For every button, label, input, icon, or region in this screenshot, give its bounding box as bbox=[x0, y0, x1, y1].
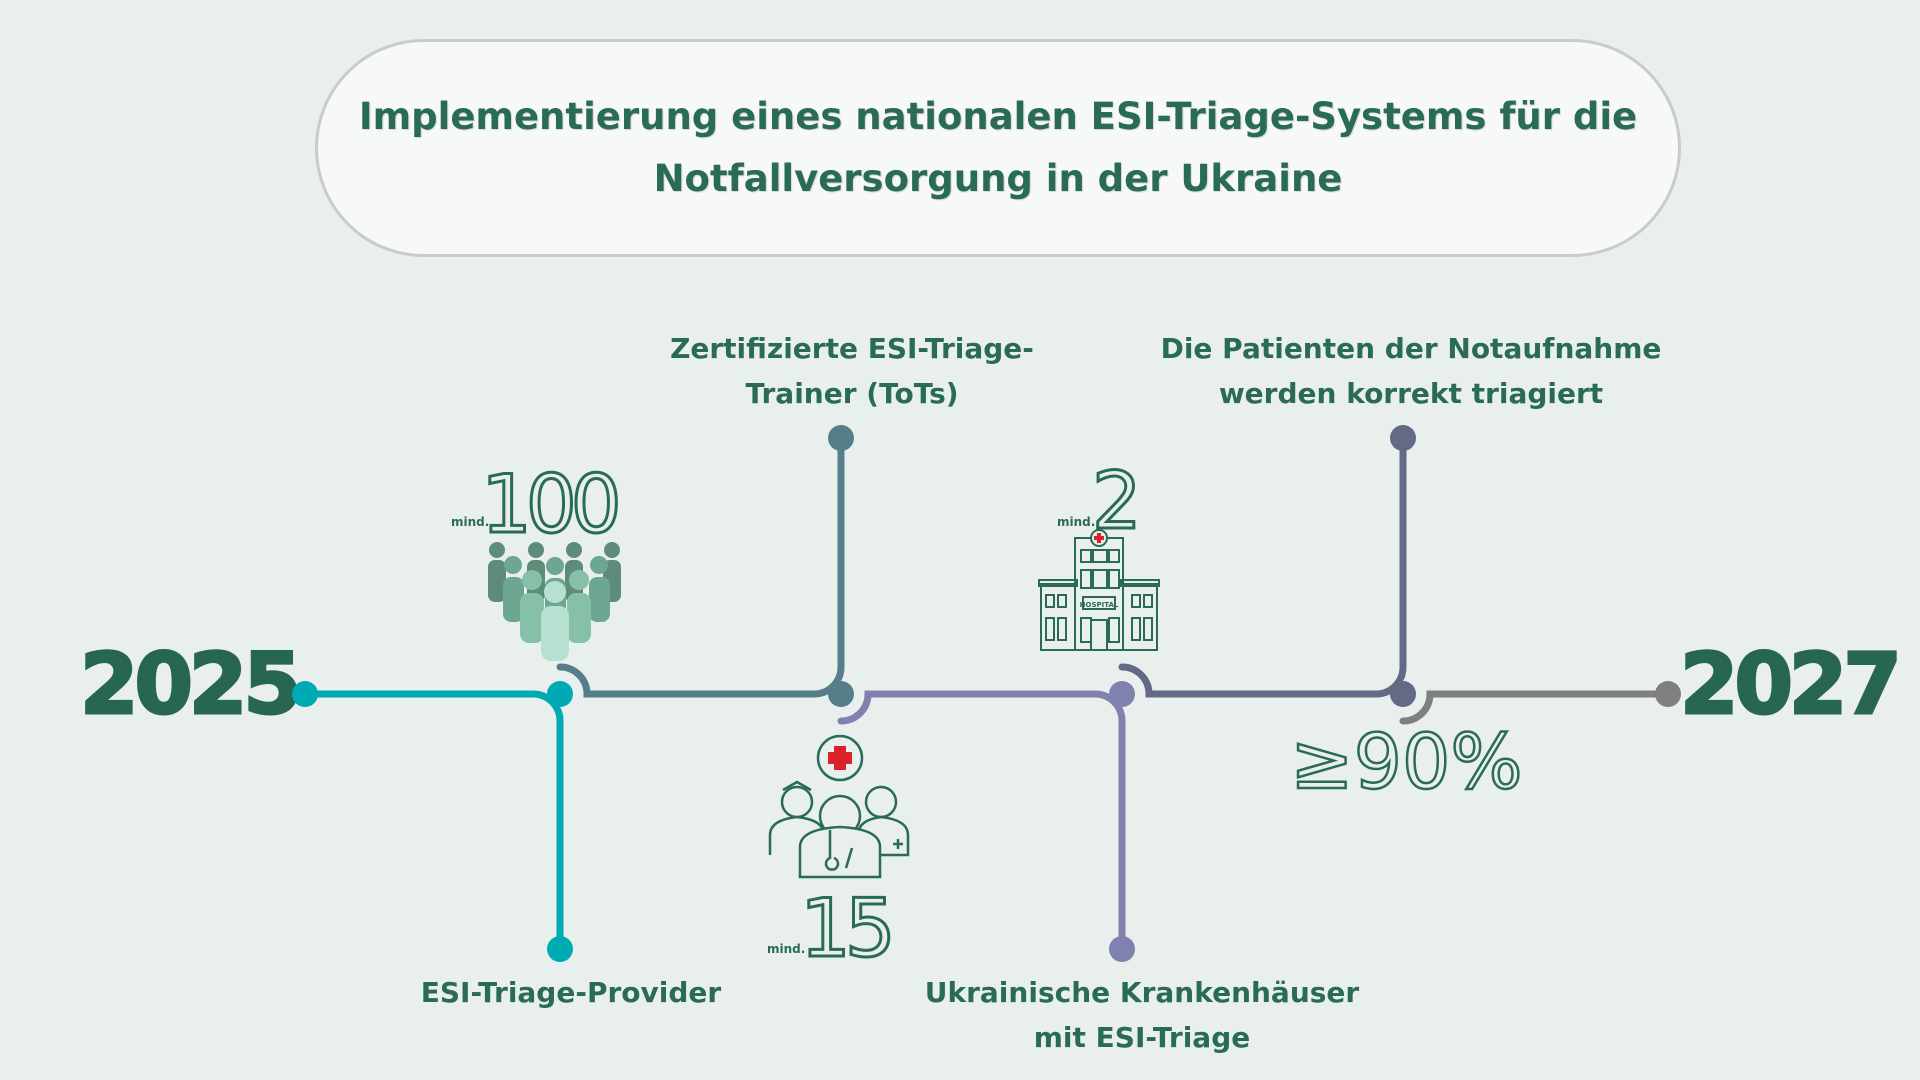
milestone-end-dot-hospitals bbox=[1109, 936, 1135, 962]
milestone-label-trainer: Zertifizierte ESI-Triage- Trainer (ToTs) bbox=[552, 326, 1152, 416]
hospital-icon bbox=[1038, 529, 1160, 651]
trainer-prefix: mind. bbox=[767, 942, 805, 956]
milestone-end-dot-patients bbox=[1390, 425, 1416, 451]
milestone-dot-trainer bbox=[828, 681, 854, 707]
timeline-segment-purple bbox=[837, 690, 1126, 953]
label-line: ESI-Triage-Provider bbox=[420, 976, 722, 1009]
provider-prefix: mind. bbox=[451, 515, 489, 529]
patients-percentage: ≥90% bbox=[1290, 717, 1523, 806]
milestone-label-patients: Die Patienten der Notaufnahme werden kor… bbox=[1111, 326, 1711, 416]
timeline-segment-grey bbox=[1399, 690, 1672, 725]
trainer-count: 15 bbox=[800, 882, 890, 975]
label-line: mit ESI-Triage bbox=[1033, 1021, 1251, 1054]
timeline-segment-slate bbox=[556, 434, 845, 698]
timeline-start-dot bbox=[292, 681, 318, 707]
milestone-dot-patients bbox=[1390, 681, 1416, 707]
milestone-dot-hospitals bbox=[1109, 681, 1135, 707]
milestone-dot-provider bbox=[547, 681, 573, 707]
start-year: 2025 bbox=[79, 634, 304, 735]
hospital-prefix: mind. bbox=[1057, 515, 1095, 529]
milestone-end-dot-provider bbox=[547, 936, 573, 962]
timeline-segment-dark-slate bbox=[1118, 434, 1407, 698]
label-line: Zertifizierte ESI-Triage- bbox=[670, 332, 1034, 365]
title-line-1: Implementierung eines nationalen ESI-Tri… bbox=[358, 95, 1638, 138]
title-banner: Implementierung eines nationalen ESI-Tri… bbox=[315, 39, 1681, 257]
timeline-end-dot bbox=[1655, 681, 1681, 707]
people-group-icon bbox=[488, 542, 621, 661]
milestone-label-hospitals: Ukrainische Krankenhäuser mit ESI-Triage bbox=[842, 970, 1442, 1060]
label-line: Ukrainische Krankenhäuser bbox=[924, 976, 1360, 1009]
milestone-end-dot-trainer bbox=[828, 425, 854, 451]
provider-count: 100 bbox=[481, 458, 617, 551]
hospital-sign-text: HOSPITAL bbox=[1080, 601, 1119, 609]
end-year: 2027 bbox=[1679, 634, 1904, 735]
medical-staff-icon bbox=[768, 734, 910, 879]
timeline-segment-teal bbox=[301, 690, 564, 953]
label-line: werden korrekt triagiert bbox=[1218, 377, 1604, 410]
label-line: Die Patienten der Notaufnahme bbox=[1160, 332, 1662, 365]
title-line-2: Notfallversorgung in der Ukraine bbox=[653, 157, 1343, 200]
milestone-label-provider: ESI-Triage-Provider bbox=[271, 970, 871, 1015]
label-line: Trainer (ToTs) bbox=[745, 377, 959, 410]
